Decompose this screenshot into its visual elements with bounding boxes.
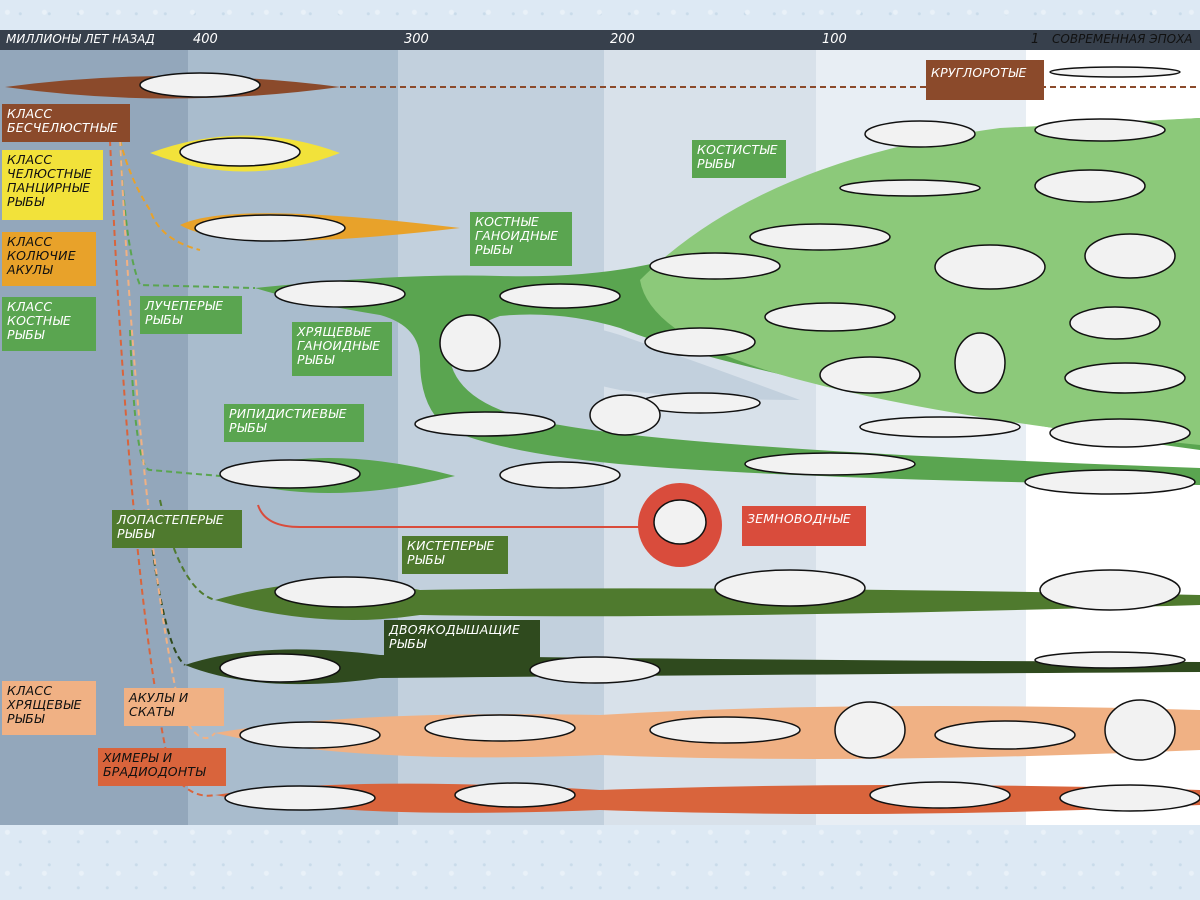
label-holosteans: КОСТНЫЕ ГАНОИДНЫЕ РЫБЫ: [470, 212, 572, 266]
label-chimaeras: ХИМЕРЫ И БРАДИОДОНТЫ: [98, 748, 226, 786]
label-sharks: АКУЛЫ И СКАТЫ: [124, 688, 224, 726]
fish-protopterus: [1034, 651, 1186, 669]
fish-salmon: [1034, 169, 1146, 203]
fish-herring: [749, 223, 891, 251]
fish-sturgeon: [1024, 469, 1196, 495]
fish-lamprey: [1049, 66, 1181, 78]
label-rhipidistians: РИПИДИСТИЕВЫЕ РЫБЫ: [224, 404, 364, 442]
fish-teleost-1: [644, 327, 756, 357]
fish-chimaera-fossil-2: [454, 782, 576, 808]
fish-dipterus: [219, 653, 341, 683]
fish-coelacanth-mid: [714, 569, 866, 607]
fish-latimeria: [1039, 569, 1181, 611]
connector-lungfish: [149, 529, 186, 666]
fish-perch: [934, 244, 1046, 290]
label-cyclostomes: КРУГЛОРОТЫЕ: [926, 60, 1044, 100]
axis-tick-200: 200: [610, 32, 635, 47]
fish-palaeoniscid: [274, 280, 406, 308]
label-class-jawless: КЛАСС БЕСЧЕЛЮСТНЫЕ: [2, 104, 130, 142]
fish-hybodus: [424, 714, 576, 742]
axis-tick-400: 400: [193, 32, 218, 47]
fish-chondrostean-1: [414, 411, 556, 437]
label-lungfish: ДВОЯКОДЫШАЩИЕ РЫБЫ: [384, 620, 540, 658]
connector-coelacanth: [159, 499, 216, 601]
fish-gar: [859, 416, 1021, 438]
fish-chimaera-modern: [1059, 784, 1200, 812]
label-lobefinned: ЛОПАСТЕПЕРЫЕ РЫБЫ: [112, 510, 242, 548]
fish-pycnodont: [589, 394, 661, 436]
fish-rhipidistian: [219, 459, 361, 489]
fish-moorish-idol: [954, 332, 1006, 394]
fish-jawless: [139, 72, 261, 98]
connector-rhipidistian: [129, 329, 221, 477]
connector-shark: [119, 139, 216, 739]
axis-tick-1: 1: [1031, 32, 1040, 47]
fish-sawshark: [649, 716, 801, 744]
fish-needlefish: [839, 179, 981, 197]
fish-deep-body: [439, 314, 501, 372]
fish-sculpin: [1064, 362, 1186, 394]
fish-mackerel: [764, 302, 896, 332]
fish-holostean: [499, 283, 621, 309]
axis-modern: СОВРЕМЕННАЯ ЭПОХА: [1052, 32, 1193, 46]
phylogeny-chart: [0, 30, 1200, 825]
fish-coelacanth-fossil: [274, 576, 416, 608]
connector-acanthodian: [119, 139, 201, 251]
fish-grouper: [819, 356, 921, 394]
fish-illustrations: [139, 66, 1200, 812]
label-chondrosteans: ХРЯЩЕВЫЕ ГАНОИДНЫЕ РЫБЫ: [292, 322, 392, 376]
label-coelacanths: КИСТЕПЕРЫЕ РЫБЫ: [402, 536, 508, 574]
fish-chimaera-mid: [869, 781, 1011, 809]
fish-shark-modern: [934, 720, 1076, 750]
gap-region: [500, 321, 800, 400]
axis-tick-300: 300: [404, 32, 429, 47]
fish-bowfin: [1049, 418, 1191, 448]
fish-ray: [834, 701, 906, 759]
label-class-cartilaginous: КЛАСС ХРЯЩЕВЫЕ РЫБЫ: [2, 681, 96, 735]
fish-stingray: [1104, 699, 1176, 761]
fish-catfish: [864, 120, 976, 148]
fish-sturgeon-fossil: [744, 452, 916, 476]
label-class-acanthodians: КЛАСС КОЛЮЧИЕ АКУЛЫ: [2, 232, 96, 286]
fish-acanthodian: [194, 214, 346, 242]
lungfish-branch: [185, 649, 1200, 685]
axis-bar: [0, 30, 1200, 50]
axis-tick-100: 100: [822, 32, 847, 47]
fish-chimaera-fossil-1: [224, 785, 376, 811]
fish-placoderm: [179, 137, 301, 167]
frog-illustration: [653, 499, 707, 545]
fish-teleost-3: [649, 252, 781, 280]
label-rayfinned: ЛУЧЕПЕРЫЕ РЫБЫ: [140, 296, 242, 334]
fish-chondrostean-2: [499, 461, 621, 489]
fish-flatfish: [1084, 233, 1176, 279]
label-teleosts: КОСТИСТЫЕ РЫБЫ: [692, 140, 786, 178]
label-amphibians: ЗЕМНОВОДНЫЕ: [742, 506, 866, 546]
fish-angler: [1069, 306, 1161, 340]
connector-bony: [119, 139, 256, 289]
axis-title: МИЛЛИОНЫ ЛЕТ НАЗАД: [6, 32, 155, 46]
label-class-placoderms: КЛАСС ЧЕЛЮСТНЫЕ ПАНЦИРНЫЕ РЫБЫ: [2, 150, 103, 220]
coelacanth-branch: [215, 582, 1200, 620]
fish-pike: [1034, 118, 1166, 142]
label-class-bony: КЛАСС КОСТНЫЕ РЫБЫ: [2, 297, 96, 351]
fish-ceratodus: [529, 656, 661, 684]
fish-cladoselache: [239, 721, 381, 749]
amphibian-line: [257, 504, 640, 528]
